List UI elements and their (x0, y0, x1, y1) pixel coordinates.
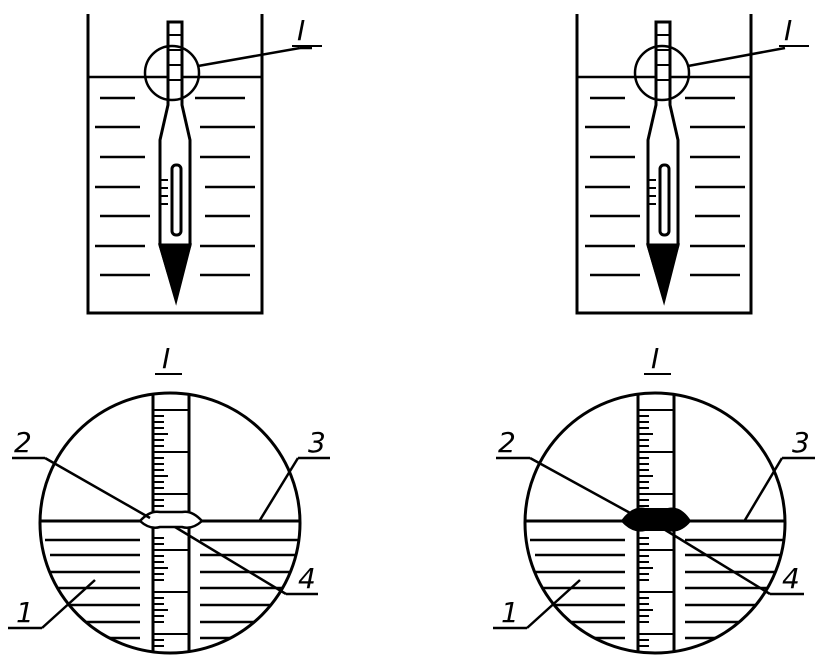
label-1-right: 1 (501, 596, 519, 629)
liquid-dashes-left (95, 96, 255, 277)
detail-circle-right (633, 44, 691, 102)
label-3-right: 3 (792, 426, 810, 459)
detail-circle-left (143, 44, 201, 102)
detail-label-top-right: I (784, 14, 792, 47)
leader-1-left (41, 579, 96, 629)
leader-2-left (44, 456, 151, 520)
hydrometer-left (158, 20, 192, 306)
label-3-left: 3 (308, 426, 326, 459)
label-4-right: 4 (782, 562, 800, 595)
detail-circle-outline-right (523, 391, 787, 655)
label-1-left: 1 (16, 596, 34, 629)
leader-4-left (174, 525, 287, 596)
detail-leader-left (197, 46, 301, 68)
leader-1-right (526, 579, 581, 629)
detail-title-left: I (162, 342, 170, 375)
leader-4-right (661, 526, 771, 596)
detail-title-right: I (651, 342, 659, 375)
leader-3-right (743, 457, 784, 521)
hydrometer-right (646, 20, 680, 306)
leader-3-left (258, 457, 300, 521)
detail-leader-right (687, 46, 786, 68)
meniscus-left (138, 510, 204, 529)
detail-circle-outline-left (38, 391, 302, 655)
detail-label-top-left: I (297, 14, 305, 47)
label-4-left: 4 (298, 562, 316, 595)
liquid-dashes-right (585, 96, 745, 277)
label-2-left: 2 (14, 426, 32, 459)
label-2-right: 2 (498, 426, 516, 459)
meniscus-right (620, 507, 692, 532)
leader-2-right (529, 456, 633, 516)
